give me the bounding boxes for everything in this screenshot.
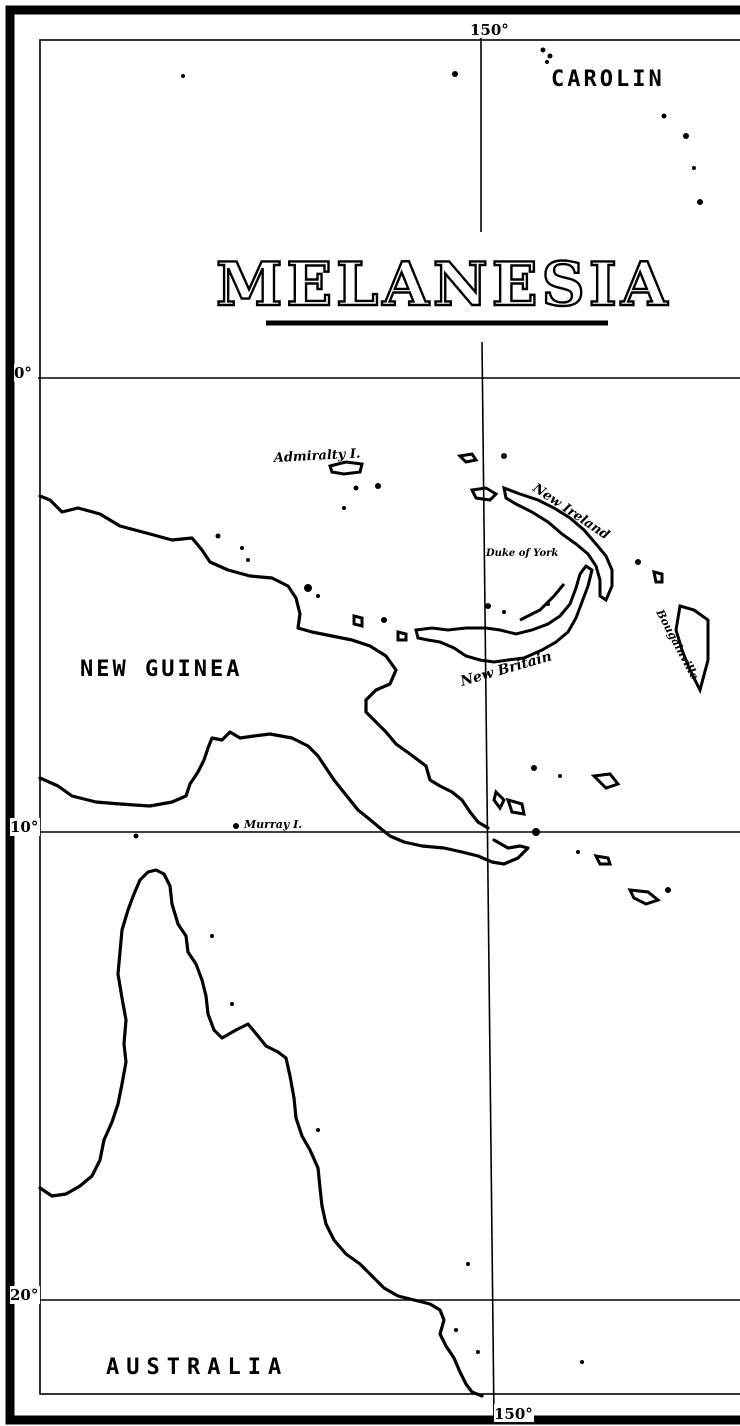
region-label-australia: AUSTRALIA (106, 1355, 288, 1380)
louisiade-island-1 (590, 772, 621, 790)
louisiade-island-2 (627, 888, 662, 906)
region-label-carolines: CAROLIN (551, 67, 665, 92)
duke-of-york-label: Duke of York (485, 548, 558, 559)
new-britain-label: New Britain (458, 648, 554, 690)
new-ireland-island (501, 485, 614, 603)
new-britain-island (414, 563, 594, 664)
bougainville-island (674, 604, 710, 695)
new-guinea-north-coast (38, 494, 490, 830)
scattered-islets (133, 47, 703, 1364)
degree-labels: 0° 10° 20° 150° 150° (10, 20, 534, 1423)
admiralty-label: Admiralty I. (271, 446, 360, 466)
murray-label: Murray I. (243, 818, 302, 831)
new-guinea-south-coast (38, 730, 530, 866)
louisiade-island-4 (505, 797, 526, 816)
map-title-block: MELANESIA (215, 249, 671, 326)
new-hanover-island (469, 486, 499, 502)
lat-label-10: 10° (10, 818, 38, 836)
admiralty-main-island (328, 460, 364, 476)
lon-label-top: 150° (470, 21, 509, 39)
longitude-line-150-lower (481, 341, 495, 1421)
louisiade-island-3 (492, 789, 506, 811)
graticule (10, 20, 740, 1421)
lon-label-bottom: 150° (494, 1405, 533, 1423)
lat-label-20: 20° (10, 1286, 38, 1304)
east-islet-4 (652, 569, 664, 584)
east-islet-3 (593, 854, 613, 866)
map-inner-border (39, 39, 740, 1395)
map-outer-border (5, 5, 740, 1425)
east-islet-5 (396, 630, 408, 642)
map-title: MELANESIA (216, 250, 671, 320)
east-islet-2 (352, 614, 364, 628)
new-britain-inner-ridge (519, 583, 566, 622)
lat-label-0: 0° (14, 364, 32, 382)
region-label-new-guinea: NEW GUINEA (80, 657, 242, 682)
east-islet-1 (456, 452, 479, 464)
australia-west-coast (38, 868, 484, 1398)
new-ireland-label: New Ireland (529, 480, 612, 543)
